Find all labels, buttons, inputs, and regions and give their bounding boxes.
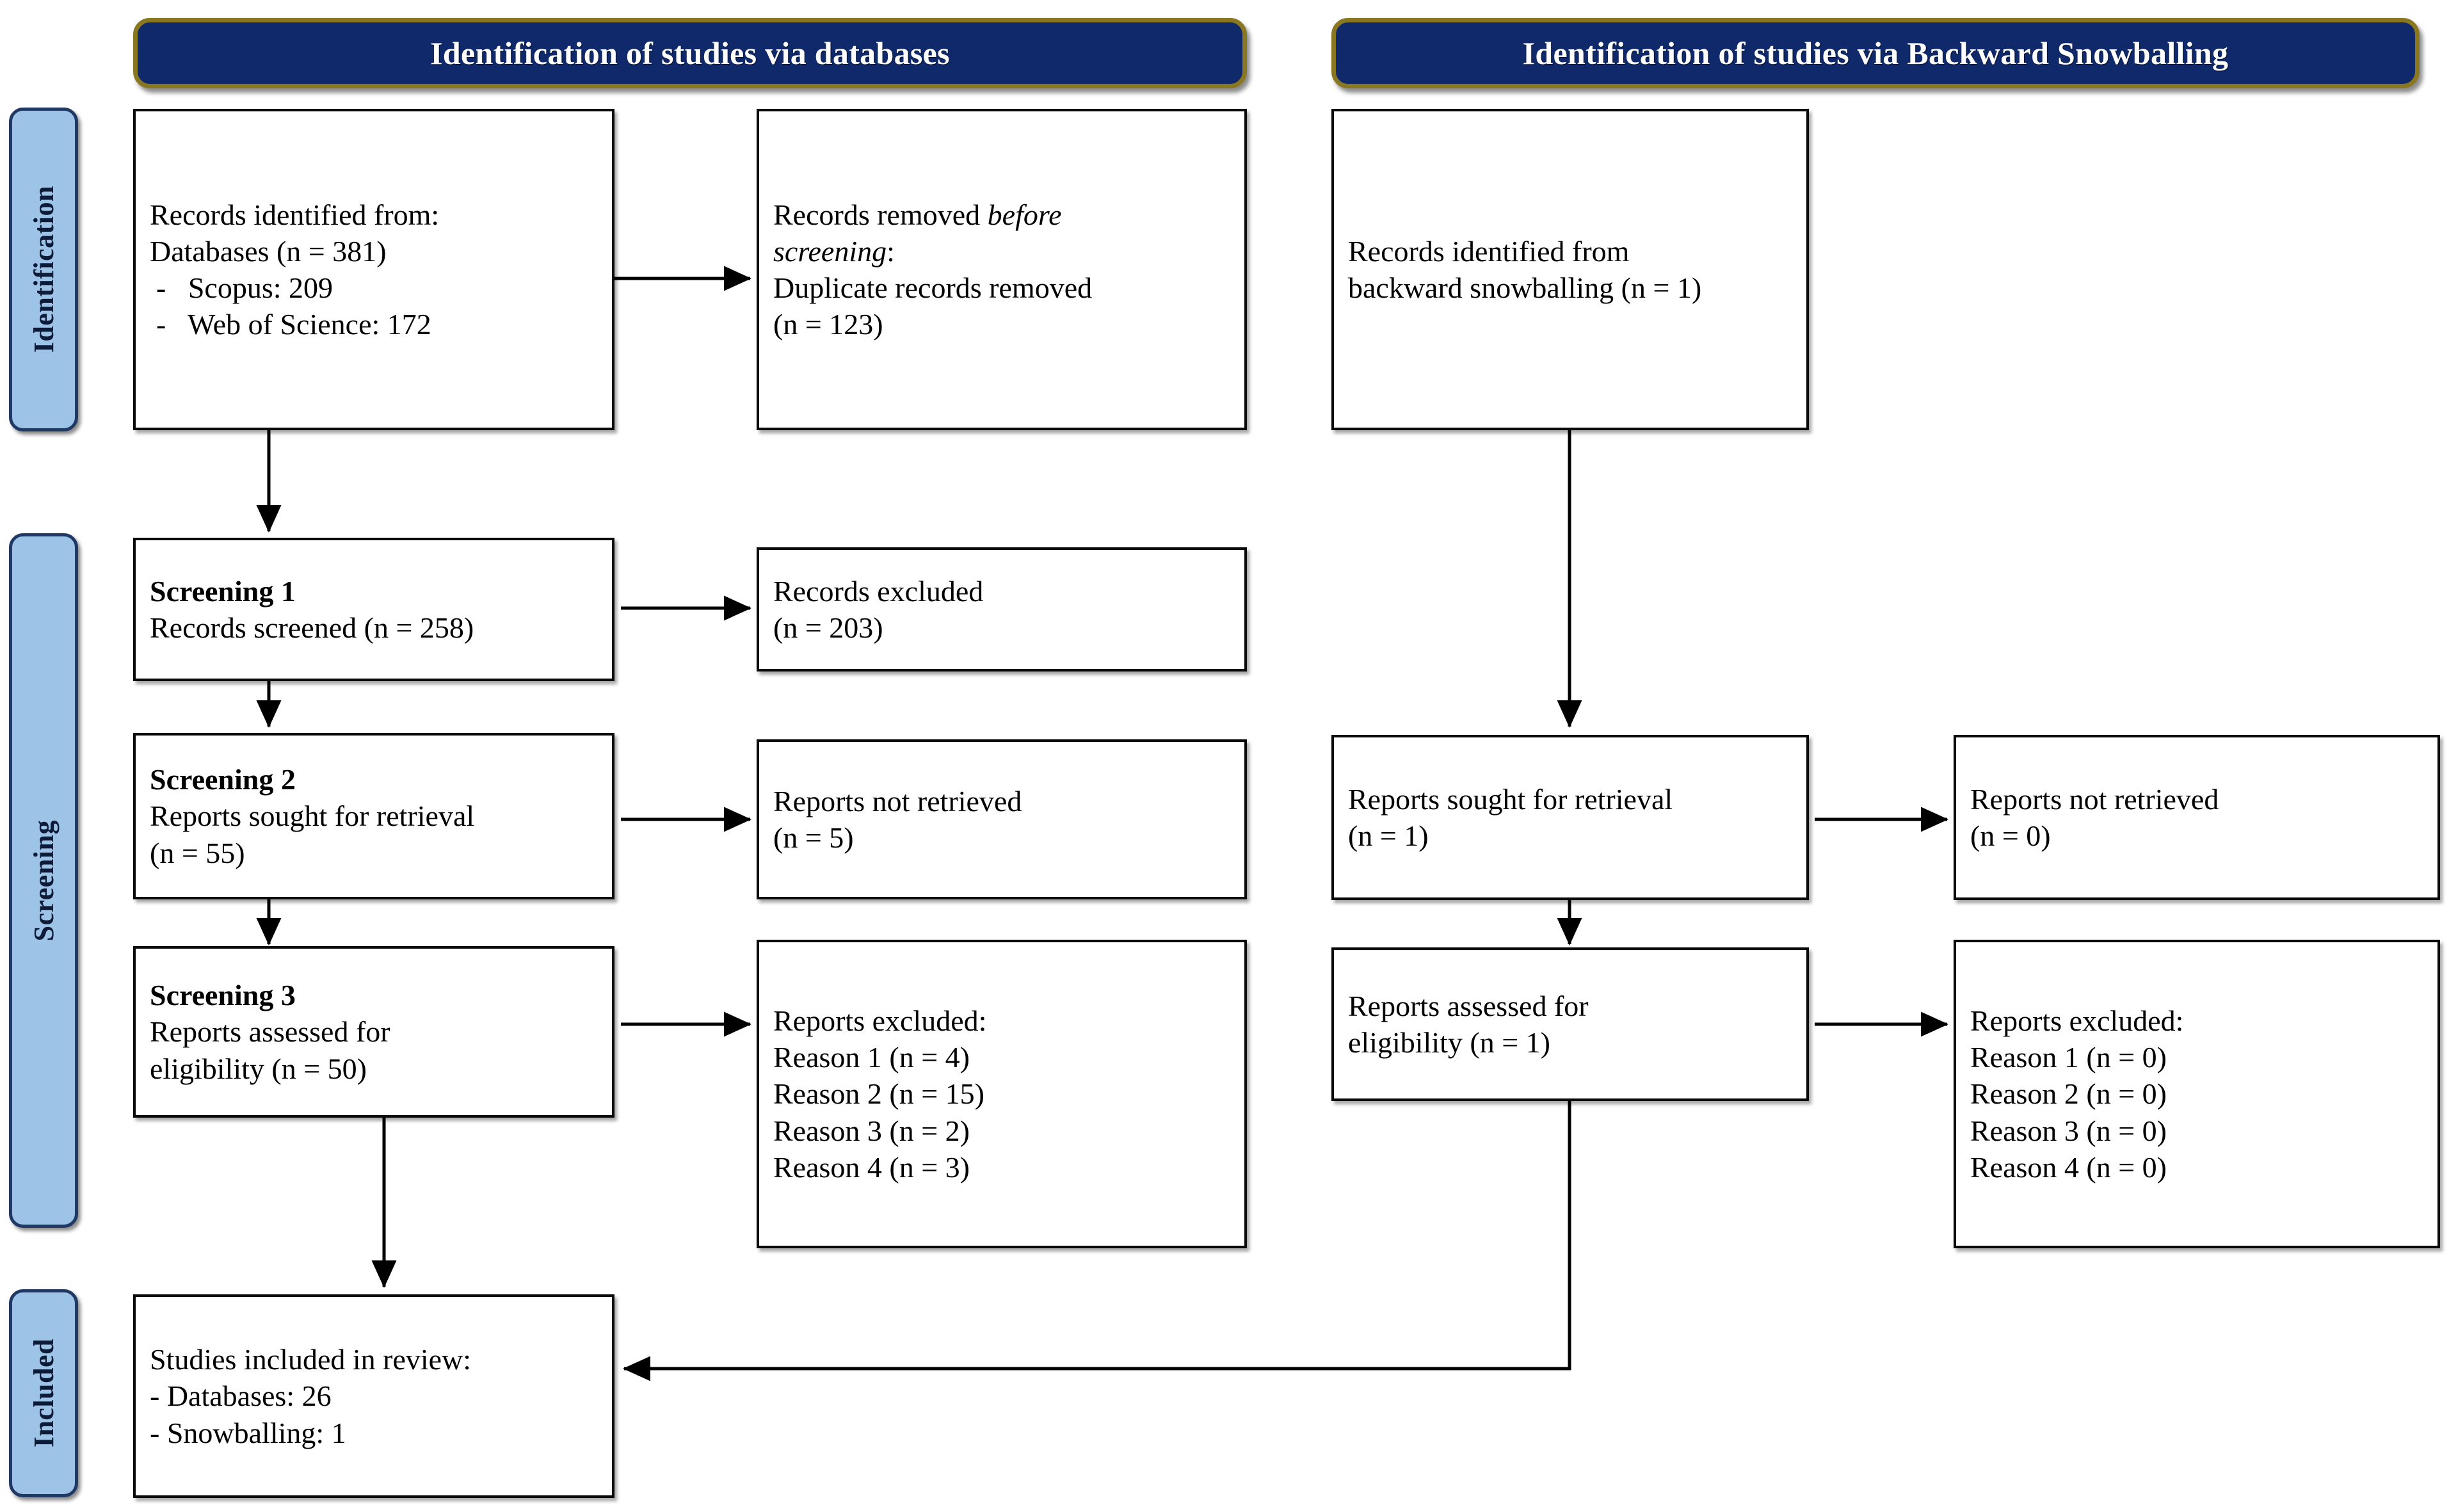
box-reports-assessed-snowballing: Reports assessed for eligibility (n = 1) bbox=[1331, 947, 1809, 1101]
box-line: eligibility (n = 1) bbox=[1348, 1026, 1550, 1059]
box-line: (n = 1) bbox=[1348, 819, 1429, 852]
box-line: backward snowballing (n = 1) bbox=[1348, 271, 1702, 304]
box-line: (n = 203) bbox=[773, 611, 883, 644]
box-line: Reason 2 (n = 0) bbox=[1970, 1077, 2167, 1111]
box-line-emphasis: screening bbox=[773, 234, 887, 268]
box-line: Reports sought for retrieval bbox=[150, 800, 475, 833]
box-line: - Scopus: 209 bbox=[156, 271, 333, 304]
box-line: Records identified from bbox=[1348, 234, 1630, 268]
box-screening-1: Screening 1 Records screened (n = 258) bbox=[133, 538, 614, 681]
box-line: Records identified from: bbox=[150, 198, 440, 231]
box-line: eligibility (n = 50) bbox=[150, 1052, 367, 1085]
box-screening-3: Screening 3 Reports assessed for eligibi… bbox=[133, 946, 614, 1118]
box-reports-excluded-snowballing: Reports excluded: Reason 1 (n = 0) Reaso… bbox=[1954, 940, 2440, 1248]
box-line: Reports not retrieved bbox=[1970, 782, 2219, 816]
box-line: Records excluded bbox=[773, 574, 984, 607]
box-line: Records removed before bbox=[773, 197, 1230, 233]
box-line: Reports excluded: bbox=[1970, 1004, 2184, 1038]
box-line: (n = 5) bbox=[773, 821, 854, 854]
box-reports-not-retrieved-snowballing: Reports not retrieved (n = 0) bbox=[1954, 735, 2440, 900]
stage-label-included: Included bbox=[9, 1289, 78, 1497]
box-records-identified-databases: Records identified from: Databases (n = … bbox=[133, 109, 614, 430]
box-line: Duplicate records removed bbox=[773, 271, 1093, 304]
box-line: (n = 55) bbox=[150, 836, 245, 869]
stage-label-screening: Screening bbox=[9, 533, 78, 1228]
box-line: Reports assessed for bbox=[1348, 989, 1589, 1022]
box-studies-included: Studies included in review: - Databases:… bbox=[133, 1294, 614, 1498]
box-line-suffix: : bbox=[887, 234, 895, 268]
box-heading: Screening 3 bbox=[150, 979, 296, 1012]
box-heading: Screening 1 bbox=[150, 574, 296, 607]
banner-label: Identification of studies via databases bbox=[430, 35, 950, 71]
box-heading: Screening 2 bbox=[150, 763, 296, 796]
box-line: (n = 0) bbox=[1970, 819, 2051, 852]
box-line: Reason 4 (n = 3) bbox=[773, 1150, 970, 1184]
box-line: - Web of Science: 172 bbox=[156, 308, 431, 341]
box-line: Databases (n = 381) bbox=[150, 234, 387, 268]
box-screening-2: Screening 2 Reports sought for retrieval… bbox=[133, 733, 614, 899]
banner-identification-databases: Identification of studies via databases bbox=[133, 18, 1247, 88]
box-line: Reason 1 (n = 4) bbox=[773, 1041, 970, 1074]
box-line: Reason 2 (n = 15) bbox=[773, 1077, 984, 1111]
box-records-removed-before-screening: Records removed before screening: Duplic… bbox=[757, 109, 1247, 430]
box-line: Reason 4 (n = 0) bbox=[1970, 1150, 2167, 1184]
box-records-identified-snowballing: Records identified from backward snowbal… bbox=[1331, 109, 1809, 430]
box-line: Reason 3 (n = 2) bbox=[773, 1114, 970, 1147]
box-line: - Databases: 26 bbox=[150, 1379, 332, 1413]
box-line: Studies included in review: bbox=[150, 1343, 472, 1376]
stage-label-text: Included bbox=[28, 1339, 60, 1448]
banner-identification-snowballing: Identification of studies via Backward S… bbox=[1331, 18, 2420, 88]
box-line: Reason 1 (n = 0) bbox=[1970, 1041, 2167, 1074]
box-line: Records screened (n = 258) bbox=[150, 611, 474, 644]
stage-label-identification: Identification bbox=[9, 108, 78, 431]
box-records-excluded: Records excluded (n = 203) bbox=[757, 547, 1247, 672]
box-line-emphasis: before bbox=[987, 198, 1062, 231]
box-line: Reports excluded: bbox=[773, 1004, 987, 1038]
box-line: screening: bbox=[773, 233, 1230, 269]
stage-label-text: Identification bbox=[28, 186, 60, 353]
box-reports-not-retrieved-databases: Reports not retrieved (n = 5) bbox=[757, 739, 1247, 899]
box-line: Reports not retrieved bbox=[773, 784, 1022, 817]
banner-label: Identification of studies via Backward S… bbox=[1522, 35, 2229, 71]
box-line: Reason 3 (n = 0) bbox=[1970, 1114, 2167, 1147]
box-line-prefix: Records removed bbox=[773, 198, 988, 231]
box-reports-excluded-databases: Reports excluded: Reason 1 (n = 4) Reaso… bbox=[757, 940, 1247, 1248]
box-line: - Snowballing: 1 bbox=[150, 1416, 346, 1449]
box-reports-sought-snowballing: Reports sought for retrieval (n = 1) bbox=[1331, 735, 1809, 900]
stage-label-text: Screening bbox=[28, 819, 60, 942]
box-line: Reports sought for retrieval bbox=[1348, 782, 1673, 816]
box-line: Reports assessed for bbox=[150, 1015, 390, 1049]
box-line: (n = 123) bbox=[773, 308, 883, 341]
